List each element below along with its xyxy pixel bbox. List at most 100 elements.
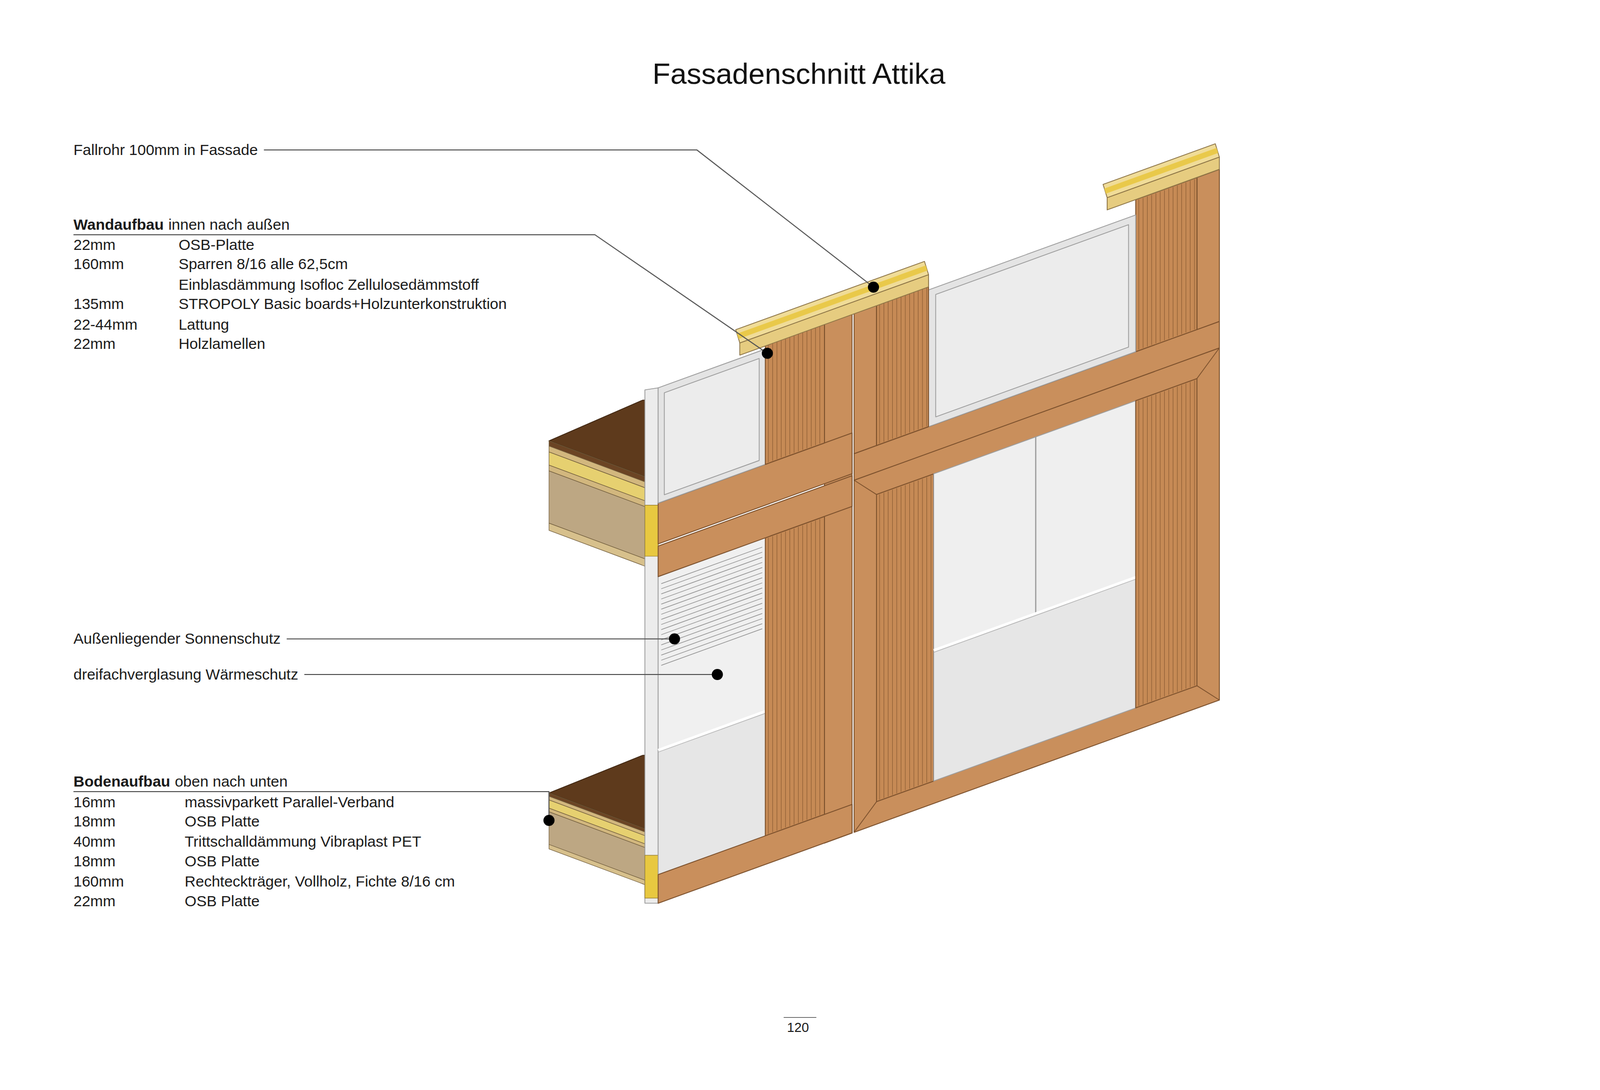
parapet-cap-top	[735, 261, 929, 344]
timber-beam	[658, 804, 853, 904]
lamella-joint	[1185, 182, 1186, 333]
section-heading: Bodenaufbau	[73, 773, 171, 790]
lamella-joint	[806, 324, 808, 449]
wall-edge	[644, 387, 658, 904]
lamella-joint	[810, 323, 812, 447]
lamella-joint	[776, 335, 778, 460]
page-number: 120	[787, 1019, 809, 1036]
leader-line	[304, 674, 718, 676]
frame-mitre	[1197, 685, 1220, 700]
section-subheading: innen nach außen	[168, 216, 290, 233]
leader-dot	[867, 281, 880, 293]
lamella-joint	[1138, 199, 1140, 350]
leader-line	[264, 149, 874, 288]
lamella-joint	[905, 485, 906, 791]
lamella-joint	[896, 488, 898, 794]
floor-layer	[548, 811, 653, 884]
window-mullion	[1035, 436, 1037, 614]
callout-label: dreifachverglasung Wärmeschutz	[73, 666, 299, 683]
leader-dot	[543, 814, 555, 827]
lamella-joint	[1138, 400, 1140, 706]
lamella-joint	[1168, 188, 1169, 339]
leader-line	[73, 234, 768, 354]
layer-thickness: 160mm	[73, 873, 125, 890]
insulation-section	[644, 505, 658, 557]
layer-name: massivparkett Parallel-Verband	[184, 794, 395, 811]
layer-thickness: 16mm	[73, 794, 116, 811]
timber-post	[1197, 169, 1220, 330]
lamella-joint	[1147, 397, 1148, 703]
section-subheading: oben nach unten	[174, 773, 288, 790]
lamella-joint	[883, 492, 885, 798]
lamella-joint	[806, 523, 808, 820]
wood-lamellas	[1135, 378, 1197, 708]
layer-thickness: 18mm	[73, 813, 116, 830]
window-sill	[933, 577, 1136, 651]
lamella-joint	[1142, 398, 1144, 704]
layer-name: Rechteckträger, Vollholz, Fichte 8/16 cm	[184, 873, 455, 890]
lamella-joint	[815, 321, 816, 446]
lamella-joint	[926, 477, 927, 783]
lamella-joint	[1176, 185, 1178, 336]
sheet-title: Fassadenschnitt Attika	[652, 56, 946, 92]
lamella-joint	[879, 298, 881, 444]
wood-lamellas	[765, 516, 825, 837]
lamella-joint	[1142, 197, 1144, 348]
lamella-joint	[917, 284, 919, 430]
layer-name: OSB Platte	[184, 853, 260, 870]
lamella-joint	[810, 522, 812, 818]
lamella-joint	[793, 528, 795, 825]
frame-mitre	[854, 480, 877, 495]
lamella-joint	[1194, 380, 1195, 686]
layer-thickness: 18mm	[73, 853, 116, 870]
lamella-joint	[789, 530, 791, 827]
layer-thickness: 160mm	[73, 255, 125, 273]
lamella-joint	[781, 533, 782, 830]
lamella-joint	[1164, 190, 1165, 341]
layer-thickness: 40mm	[73, 833, 116, 850]
glazing	[658, 348, 766, 503]
window-sill	[933, 579, 1136, 653]
layer-name: Lattung	[178, 316, 230, 333]
lamella-joint	[896, 292, 898, 438]
lamella-joint	[772, 337, 773, 461]
wood-lamellas	[876, 474, 934, 802]
parapet-cap	[739, 274, 929, 355]
lamella-joint	[776, 534, 778, 831]
leader-dot	[711, 668, 724, 681]
lamella-joint	[793, 329, 795, 454]
leader-dot	[668, 633, 681, 645]
layer-name: STROPOLY Basic boards+Holzunterkonstrukt…	[178, 295, 507, 313]
layer-name: OSB Platte	[184, 893, 260, 910]
parapet-cap-top	[1103, 143, 1220, 198]
lamella-joint	[1151, 395, 1152, 701]
lamella-joint	[1155, 394, 1157, 700]
wood-lamellas	[1135, 177, 1197, 352]
lamella-joint	[1155, 193, 1157, 344]
callout-label: Fallrohr 100mm in Fassade	[73, 141, 258, 159]
layer-thickness: 22-44mm	[73, 316, 138, 333]
glazing	[664, 358, 760, 495]
lamella-joint	[905, 289, 906, 435]
lamella-joint	[785, 332, 786, 457]
sun-shade-slat	[661, 567, 763, 604]
lamella-joint	[909, 287, 910, 433]
lamella-joint	[917, 480, 919, 786]
lamella-joint	[815, 520, 816, 817]
floor-layer	[548, 523, 653, 570]
layer-name: Einblasdämmung Isofloc Zellulosedämmstof…	[178, 276, 480, 293]
wood-lamellas	[876, 279, 929, 446]
layer-name: OSB Platte	[184, 813, 260, 830]
lamella-joint	[1147, 196, 1148, 347]
page-rule	[783, 1017, 817, 1018]
layer-name: OSB-Platte	[178, 236, 255, 253]
lamella-joint	[1181, 385, 1182, 691]
parapet-insulation	[737, 265, 928, 339]
lamella-joint	[819, 320, 820, 444]
timber-post	[854, 298, 877, 454]
lamella-joint	[1151, 194, 1152, 345]
lamella-joint	[798, 527, 799, 823]
lamella-joint	[879, 494, 881, 800]
glazing	[935, 224, 1129, 418]
layer-thickness: 135mm	[73, 295, 125, 313]
